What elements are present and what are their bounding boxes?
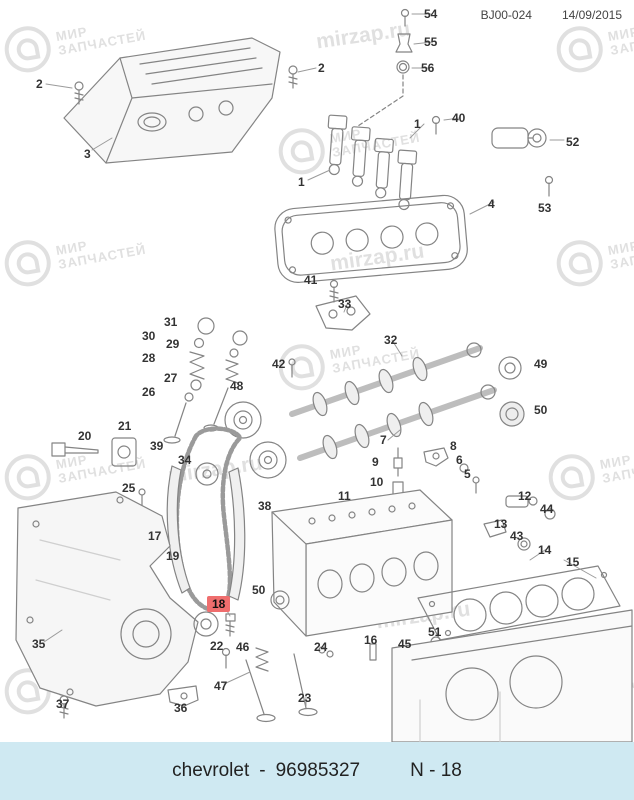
seal-50-center: [270, 590, 290, 610]
bracket-36: [167, 685, 199, 707]
camshaft-exhaust-7: [297, 384, 497, 461]
engine-block: [391, 609, 633, 742]
camshaft-intake-32: [289, 342, 483, 417]
oring-56: [396, 60, 410, 74]
header: BJ00-024 14/09/2015: [481, 8, 622, 22]
footer-part-number: 96985327: [275, 760, 361, 781]
bolt-40: [431, 115, 441, 135]
bolt-22: [221, 647, 231, 669]
vvt-sprocket-48: [224, 401, 262, 439]
bolt-2-right: [288, 65, 298, 89]
oil-pump-sprocket: [193, 611, 219, 637]
cam-seal-49: [498, 356, 522, 380]
chain-guide-19: [228, 467, 246, 601]
stud-16: [369, 643, 377, 661]
tensioner-21: [111, 437, 137, 467]
ignition-coils: [327, 114, 418, 211]
oring-44: [544, 508, 556, 520]
footer-bar: chevrolet - 96985327 N - 18: [0, 742, 634, 800]
seal-43: [517, 537, 531, 551]
engine-exploded-diagram: [15, 8, 633, 742]
footer-separator: -: [259, 760, 266, 781]
crank-sprocket-34: [195, 462, 219, 486]
catalog-code: BJ00-024: [480, 8, 532, 22]
chain-guide-17: [166, 465, 191, 594]
valve-47: [245, 659, 276, 723]
bolt-5: [472, 476, 480, 494]
assembly-dash-line: [357, 74, 404, 127]
front-cover: [15, 491, 199, 707]
sensor-55: [395, 33, 413, 53]
footer-brand: chevrolet: [172, 760, 250, 781]
washer-6: [459, 463, 469, 473]
cylinder-head: [271, 489, 453, 637]
keepers-24: [318, 646, 334, 658]
valve-spring-46: [255, 647, 269, 672]
bracket-8: [423, 447, 449, 467]
bracket-13: [483, 519, 507, 538]
cam-carrier-33: [315, 295, 371, 331]
tensioner-bolt-20: [51, 442, 99, 457]
head-gasket: [417, 565, 621, 641]
valve-train-parts: [163, 317, 248, 444]
catalog-date: 14/09/2015: [561, 8, 622, 22]
spark-plug-9: [393, 447, 403, 477]
valve-23: [293, 653, 318, 717]
valve-cover-gasket: [274, 194, 468, 283]
bolt-18: [225, 613, 236, 637]
bolt-42: [288, 358, 296, 378]
camshaft-sensor-52: [491, 127, 547, 149]
valve-cover: [63, 37, 281, 164]
cap-50-right: [499, 401, 525, 427]
bolt-54: [400, 8, 410, 27]
bolt-41: [329, 279, 339, 303]
bolt-37: [59, 695, 69, 719]
bolt-2-left: [74, 81, 84, 105]
sensor-12: [505, 495, 538, 508]
vvt-sprocket-38: [249, 441, 287, 479]
leader-lines: [43, 13, 597, 707]
footer-page-ref: N - 18: [410, 760, 462, 781]
bolt-53: [544, 175, 554, 197]
